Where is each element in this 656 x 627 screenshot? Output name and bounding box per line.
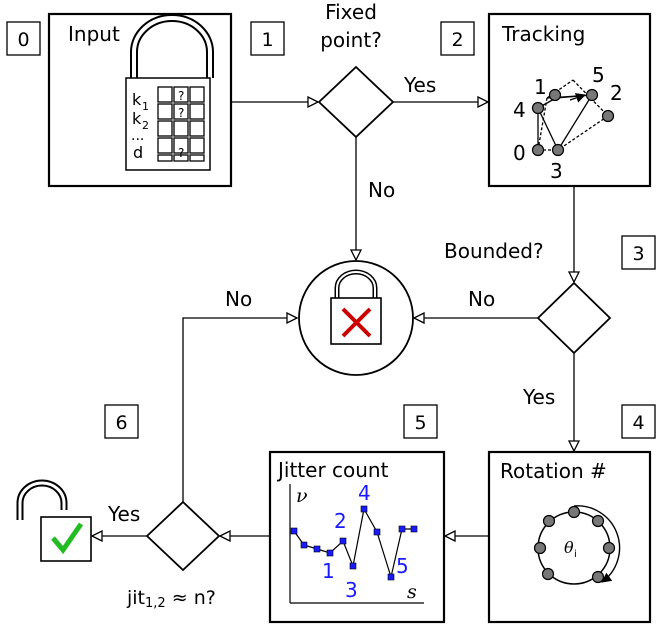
svg-text:0: 0 [17, 29, 29, 51]
step-2-badge: 2 [440, 21, 475, 56]
step-3-badge: 3 [621, 235, 656, 270]
key-grid [157, 86, 205, 162]
svg-text:jit1,2 ≈ n?: jit1,2 ≈ n? [126, 587, 216, 611]
svg-text:0: 0 [513, 141, 526, 165]
svg-text:3: 3 [550, 159, 563, 183]
rotation-title: Rotation # [500, 459, 607, 483]
svg-text:k: k [132, 90, 142, 109]
step-6-badge: 6 [104, 404, 139, 439]
jitter-points [290, 505, 418, 581]
tracking-box: Tracking 1 5 2 4 0 3 [487, 12, 652, 188]
step-0-badge: 0 [6, 21, 41, 56]
svg-text:6: 6 [115, 412, 127, 434]
svg-text:1: 1 [142, 100, 149, 113]
jitter-box: Jitter count ν s 1 2 3 4 5 [268, 450, 446, 624]
edge-yes-bounded: Yes [522, 385, 555, 409]
svg-text:2: 2 [451, 29, 463, 51]
svg-text:?: ? [178, 106, 184, 120]
edge-no-left: No [225, 287, 252, 311]
input-title: Input [68, 22, 120, 46]
edge-no-fixed: No [368, 178, 395, 202]
svg-text:Bounded?: Bounded? [444, 239, 544, 263]
svg-text:4: 4 [513, 98, 526, 122]
connectors [92, 102, 574, 536]
input-box: Input ? ? ? k 1 k 2 ... d [47, 12, 233, 188]
svg-text:3: 3 [345, 578, 358, 602]
svg-text:4: 4 [358, 481, 371, 505]
jitter-title: Jitter count [276, 458, 389, 482]
svg-text:1: 1 [322, 559, 335, 583]
jitter-decision: jit1,2 ≈ n? [126, 500, 221, 611]
tracking-nodes [531, 88, 615, 157]
step-5-badge: 5 [403, 404, 438, 439]
svg-text:5: 5 [414, 412, 426, 434]
svg-text:3: 3 [632, 243, 644, 265]
svg-text:...: ... [131, 128, 144, 144]
svg-text:ν: ν [296, 485, 308, 507]
svg-text:5: 5 [592, 63, 605, 87]
fixed-point-decision: Fixed point? [317, 0, 395, 139]
svg-text:2: 2 [142, 119, 149, 132]
svg-text:4: 4 [632, 412, 644, 434]
step-4-badge: 4 [621, 404, 656, 439]
svg-text:1: 1 [534, 75, 547, 99]
rotation-box: Rotation # θ i [487, 450, 652, 624]
edge-yes-fixed: Yes [403, 73, 436, 97]
svg-text:k: k [132, 109, 142, 128]
step-1-badge: 1 [250, 21, 285, 56]
svg-text:i: i [574, 549, 577, 560]
svg-text:point?: point? [320, 28, 382, 52]
edge-no-bounded: No [468, 287, 495, 311]
svg-text:d: d [133, 143, 143, 162]
svg-text:θ: θ [564, 538, 574, 557]
failure-node [298, 260, 414, 376]
svg-text:5: 5 [396, 554, 409, 578]
edge-yes-final: Yes [107, 502, 140, 526]
svg-text:?: ? [178, 146, 184, 160]
svg-text:2: 2 [334, 509, 347, 533]
svg-text:Fixed: Fixed [325, 0, 377, 24]
svg-text:s: s [407, 581, 417, 603]
padlock-check-icon [16, 479, 92, 562]
tracking-title: Tracking [501, 22, 585, 46]
svg-text:1: 1 [261, 29, 273, 51]
rotation-nodes [533, 505, 616, 584]
svg-text:2: 2 [610, 81, 623, 105]
svg-text:?: ? [178, 89, 184, 103]
